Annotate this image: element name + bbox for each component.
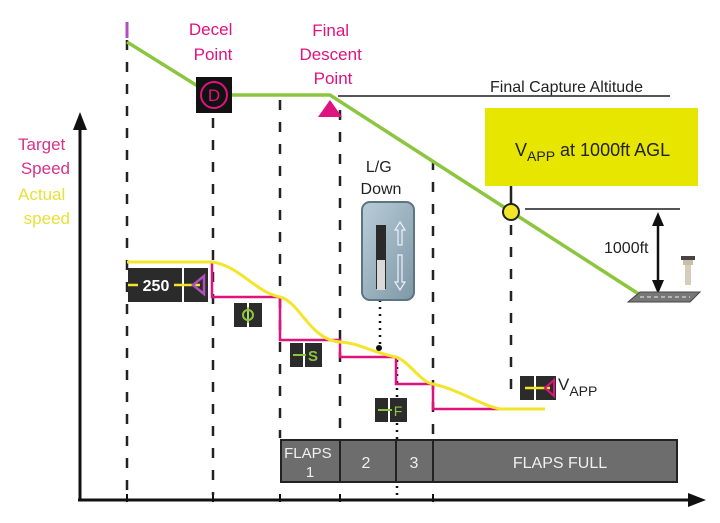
- vapp-1000ft-box: [485, 108, 698, 186]
- vapp-1000ft-label: VAPP at 1000ft AGL: [515, 140, 670, 164]
- 1000ft-arrow-down-icon: [652, 280, 664, 294]
- vapp-target-bug-icon: [543, 377, 555, 399]
- gear-down-point-icon: [376, 345, 382, 351]
- s-speed-indicator: S: [290, 343, 322, 367]
- actual-speed-curve: [127, 260, 545, 411]
- flaps-bar: FLAPS 1 2 3 FLAPS FULL: [280, 439, 678, 483]
- y-axis-arrow-icon: [73, 112, 87, 130]
- vapp-label: VAPP: [558, 375, 597, 399]
- control-tower-icon: [681, 256, 695, 285]
- x-axis-arrow-icon: [688, 493, 706, 507]
- flaps-3-segment: [395, 439, 434, 483]
- vertical-profile-path: [126, 40, 649, 302]
- svg-text:2: 2: [362, 455, 371, 472]
- svg-text:D: D: [208, 86, 220, 105]
- svg-text:FLAPS 1: FLAPS 1: [284, 445, 336, 481]
- decel-point-marker: D: [196, 77, 232, 113]
- f-speed-indicator: F: [375, 398, 407, 422]
- green-dot-speed-indicator: [234, 303, 262, 327]
- actual-speed-label: Actual speed: [18, 185, 70, 228]
- svg-text:S: S: [308, 348, 318, 365]
- final-descent-point-label: Final Descent Point: [299, 21, 366, 88]
- target-speed-label: Target Speed: [18, 135, 70, 178]
- flaps-full-segment: [432, 439, 678, 483]
- final-capture-altitude-label: Final Capture Altitude: [490, 79, 643, 96]
- landing-gear-lever-icon: [361, 201, 415, 301]
- final-descent-point-triangle-icon: [318, 100, 342, 117]
- vapp-speed-indicator: VAPP: [520, 375, 597, 400]
- speed-target-bug-icon: [191, 273, 206, 297]
- 1000ft-label: 1000ft: [604, 240, 649, 257]
- decel-point-label: Decel Point: [189, 20, 237, 64]
- landing-gear-down-label: L/G Down: [361, 159, 402, 198]
- svg-text:3: 3: [410, 455, 419, 472]
- target-speed-line: [127, 260, 500, 411]
- svg-text:F: F: [394, 403, 403, 419]
- flaps-2-segment: [339, 439, 397, 483]
- flaps-1-segment: [280, 439, 341, 483]
- svg-text:FLAPS FULL: FLAPS FULL: [513, 455, 607, 472]
- speed-250-indicator: 250: [128, 268, 208, 302]
- decel-d-icon: [200, 81, 228, 109]
- vapp-1000ft-point-icon: [502, 203, 520, 221]
- x-axis-ticks: [126, 494, 434, 502]
- phase-dashed-lines: [125, 40, 513, 495]
- 1000ft-arrow-up-icon: [652, 212, 664, 226]
- svg-text:250: 250: [143, 278, 170, 295]
